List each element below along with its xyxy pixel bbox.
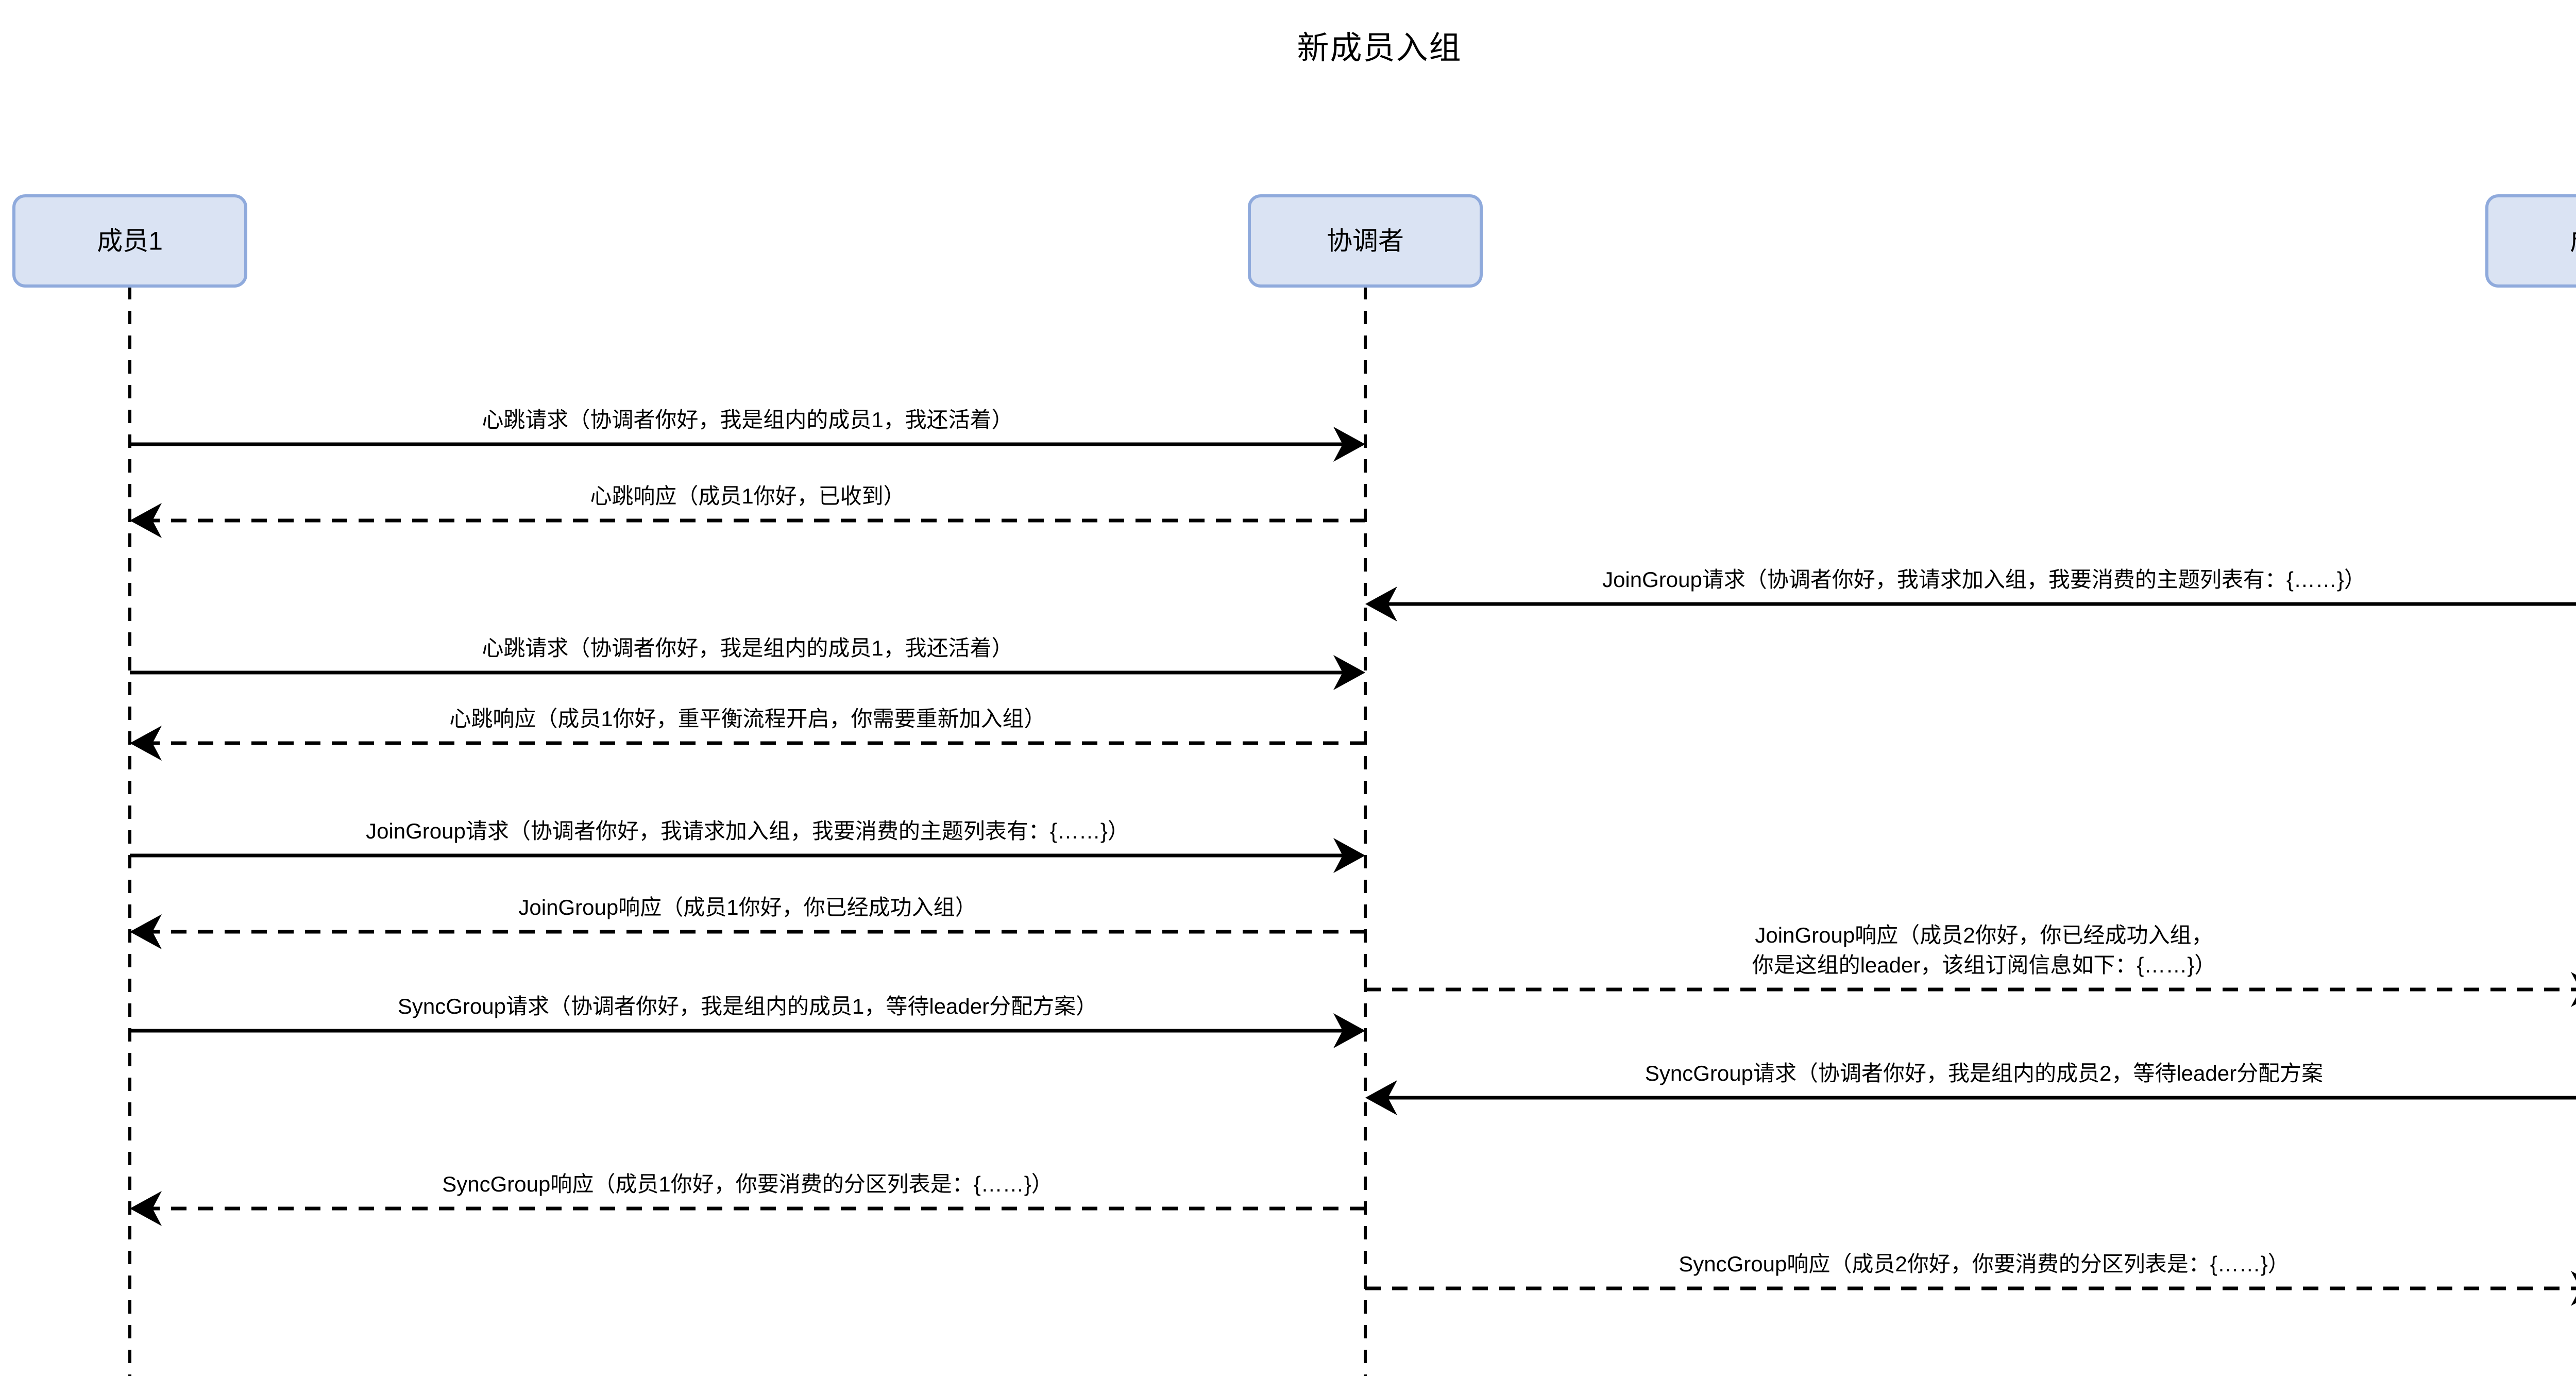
participant-box-rect	[2485, 194, 2576, 288]
participant-boxes-layer: 成员1 协调者 成员2	[12, 194, 2576, 288]
arrowhead-right	[1333, 1013, 1365, 1048]
message-arrow-m6[interactable]	[130, 838, 1365, 873]
message-arrow-m9[interactable]	[130, 1013, 1365, 1048]
message-arrow-m7[interactable]	[130, 914, 1365, 949]
page-title: 新成员入组	[1297, 30, 1462, 66]
message-arrow-m12[interactable]	[1365, 1271, 2576, 1306]
participant-label-coordinator: 协调者	[1327, 227, 1404, 256]
participant-box-coordinator[interactable]: 协调者	[1248, 194, 1483, 288]
message-arrow-m8[interactable]	[1365, 972, 2576, 1007]
message-arrow-m11[interactable]	[130, 1191, 1365, 1226]
arrowhead-right	[2571, 1271, 2576, 1306]
participant-label-member1: 成员1	[97, 227, 163, 256]
message-arrow-m1[interactable]	[130, 427, 1365, 462]
participant-label-member2: 成员2	[2570, 227, 2576, 256]
arrowhead-left	[1365, 1080, 1397, 1115]
arrowhead-right	[1333, 427, 1365, 462]
message-arrow-m2[interactable]	[130, 503, 1365, 538]
participant-box-member1[interactable]: 成员1	[12, 194, 247, 288]
arrowhead-right	[1333, 838, 1365, 873]
message-arrow-m10[interactable]	[1365, 1080, 2576, 1115]
arrowhead-left	[130, 1191, 162, 1226]
messages-layer	[130, 427, 2576, 1306]
lifelines-layer	[128, 286, 1367, 1376]
participant-box-rect	[12, 194, 247, 288]
arrowhead-left	[130, 914, 162, 949]
message-arrow-m3[interactable]	[1365, 586, 2576, 622]
arrowhead-right	[2571, 972, 2576, 1007]
participant-box-rect	[1248, 194, 1483, 288]
arrowhead-left	[130, 726, 162, 761]
participant-box-member2[interactable]: 成员2	[2485, 194, 2576, 288]
arrowhead-left	[130, 503, 162, 538]
message-arrow-m4[interactable]	[130, 655, 1365, 690]
arrowhead-left	[1365, 586, 1397, 622]
arrowhead-right	[1333, 655, 1365, 690]
message-arrow-m5[interactable]	[130, 726, 1365, 761]
